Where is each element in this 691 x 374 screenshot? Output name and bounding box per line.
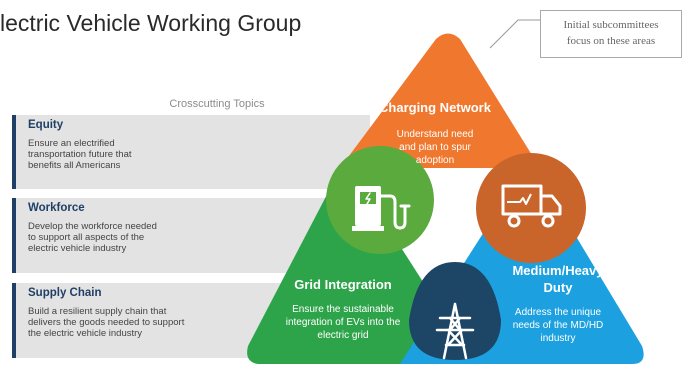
mdhd-title-line-2: Duty [544,280,574,295]
page-title: lectric Vehicle Working Group [0,10,302,36]
callout-line-2: focus on these areas [566,35,656,47]
mdhd-desc-2: needs of the MD/HD [513,320,604,331]
overlap-charging-mdhd [476,153,586,263]
grid-integration-desc-3: electric grid [317,330,368,341]
charging-network-region [340,33,540,168]
crosscutting-card-equity: Equity Ensure an electrified transportat… [12,115,370,189]
charging-network-desc-2: and plan to spur [399,142,471,153]
grid-integration-title: Grid Integration [294,277,392,292]
mdhd-desc-3: industry [540,333,575,344]
mdhd-title-line-1: Medium/Heavy [512,263,604,278]
card-description: Develop the workforce needed to support … [28,221,157,254]
callout-box: Initial subcommittees focus on these are… [540,10,682,58]
charging-network-desc-1: Understand need [397,129,474,140]
ev-charger-icon [352,186,411,231]
overlap-grid-mdhd [409,262,501,360]
crosscutting-heading: Crosscutting Topics [169,98,265,110]
callout-line-1: Initial subcommittees [563,19,659,31]
charging-network-desc-3: adoption [416,155,454,166]
charging-network-title: Charging Network [379,100,492,115]
electric-truck-icon [501,184,562,228]
transmission-tower-icon [435,302,475,360]
card-title: Workforce [28,202,85,214]
callout-connector [489,19,540,49]
card-description: Ensure an electrified transportation fut… [28,138,132,171]
card-title: Equity [28,119,64,131]
grid-integration-desc-2: integration of EVs into the [286,317,401,328]
grid-integration-desc-1: Ensure the sustainable [292,304,394,315]
card-description: Build a resilient supply chain that deli… [28,306,185,339]
card-title: Supply Chain [28,287,102,299]
mdhd-desc-1: Address the unique [515,307,602,318]
